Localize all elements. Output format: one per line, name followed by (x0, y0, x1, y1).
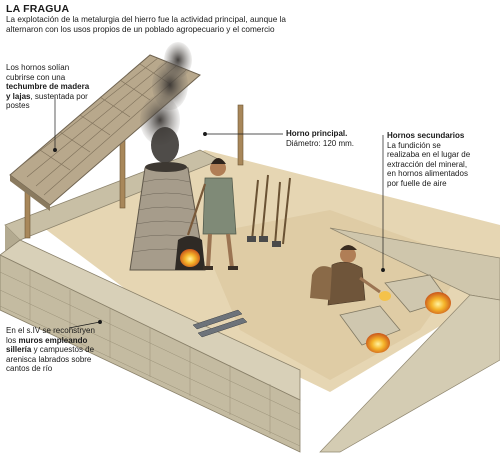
secondary-furnaces-text: La fundición se realizaba en el lugar de… (387, 140, 471, 188)
roof-annotation-text-end: , sustentada por postes (6, 91, 88, 111)
front-wall (0, 239, 301, 453)
iron-ingots (192, 309, 248, 338)
smoke (140, 42, 192, 163)
main-furnace-annotation: Horno principal. Diámetro: 120 mm. (286, 129, 376, 148)
secondary-furnaces (339, 274, 451, 353)
roof-annotation: Los hornos solían cubrirse con una techu… (6, 63, 90, 111)
crouching-worker (310, 245, 381, 306)
page-title: LA FRAGUA (6, 3, 70, 15)
leader-lines (53, 97, 385, 329)
standing-smith (186, 158, 238, 270)
roof-annotation-text: Los hornos solían cubrirse con una (6, 63, 70, 82)
walls-annotation-text: En el s.IV se reconstryen los (6, 326, 95, 345)
roof-annotation-bold: techumbre de madera y lajas (6, 82, 90, 101)
walls-annotation: En el s.IV se reconstryen los muros empl… (6, 326, 106, 374)
secondary-furnaces-heading: Hornos secundarios (387, 131, 465, 140)
main-furnace-text: Diámetro: 120 mm. (286, 138, 355, 148)
intro-text: La explotación de la metalurgia del hier… (6, 15, 286, 34)
tools (251, 174, 291, 246)
main-furnace (129, 162, 206, 271)
right-wall (319, 227, 500, 453)
secondary-furnaces-annotation: Hornos secundarios La fundición se reali… (387, 131, 471, 189)
walls-annotation-bold: muros empleando sillería (6, 335, 88, 355)
main-furnace-heading: Horno principal. (286, 129, 348, 138)
walls-annotation-text-end: y campuestos de arenisca labrados sobre … (6, 345, 95, 374)
roof (9, 54, 201, 211)
